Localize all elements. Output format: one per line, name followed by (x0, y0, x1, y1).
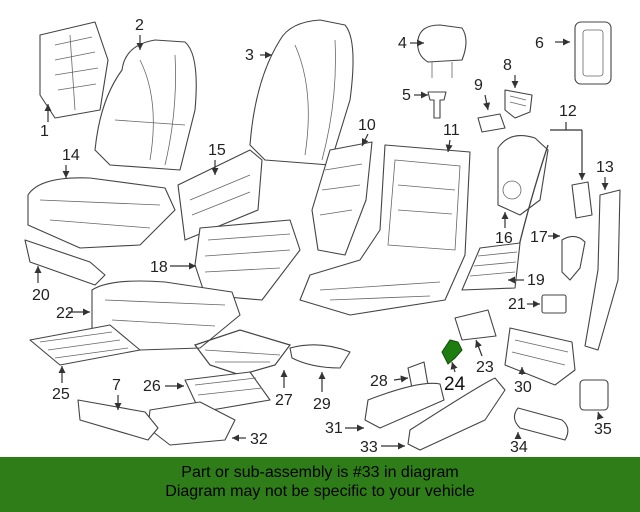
part-5-seat-cushion[interactable] (91, 280, 241, 351)
part-9-back-panel[interactable] (39, 21, 109, 119)
label-30: 33 (360, 439, 378, 455)
label-18: 16 (495, 230, 513, 247)
part-10-heating-mat[interactable] (29, 324, 141, 366)
label-8: 20 (32, 287, 50, 304)
part-33-highlighted[interactable] (441, 339, 463, 365)
part-11-seat-frame[interactable] (299, 144, 471, 316)
info-banner: Part or sub-assembly is #33 in diagram D… (0, 457, 640, 512)
seat-exploded-view: 1 2 3 4 5 6 8 9 10 11 12 13 14 15 16 17 … (24, 17, 621, 455)
part-26-mat[interactable] (461, 242, 521, 291)
part-29-cover[interactable] (289, 344, 351, 369)
label-21: 10 (358, 117, 376, 134)
label-29: 29 (313, 396, 331, 413)
label-7: 7 (112, 377, 121, 394)
label-10: 25 (52, 386, 70, 403)
part-24-cable[interactable] (517, 144, 593, 251)
part-7-pad[interactable] (77, 399, 159, 441)
part-25-clip[interactable] (541, 294, 567, 314)
label-27: 17 (530, 229, 548, 246)
label-32: 28 (370, 373, 388, 390)
part-30-side-trim[interactable] (407, 377, 506, 451)
label-12: 27 (275, 392, 293, 409)
part-23-housing[interactable] (504, 327, 576, 386)
label-33-highlighted: 24 (444, 374, 466, 395)
banner-line-1: Part or sub-assembly is #33 in diagram (181, 464, 459, 481)
leader-lines (34, 35, 609, 450)
label-24: 12 (559, 103, 577, 120)
part-31-side-trim[interactable] (364, 382, 445, 429)
part-19-bracket[interactable] (504, 89, 533, 119)
label-6: 14 (62, 147, 80, 164)
label-5: 22 (56, 305, 74, 322)
label-19: 8 (503, 57, 512, 74)
part-22-outer-trim[interactable] (584, 189, 621, 351)
part-20-cap[interactable] (477, 113, 506, 133)
label-35: 6 (535, 35, 544, 52)
banner-line-2: Diagram may not be specific to your vehi… (165, 483, 475, 500)
label-15: 32 (250, 431, 268, 448)
part-1-headrest[interactable] (417, 24, 467, 78)
label-13: 18 (150, 259, 168, 276)
part-28-plate[interactable] (454, 309, 497, 341)
part-35-switch[interactable] (574, 21, 612, 85)
label-23: 30 (514, 379, 532, 396)
label-9: 1 (40, 123, 49, 140)
label-16: 26 (143, 378, 161, 395)
part-labels: 1 2 3 4 5 6 8 9 10 11 12 13 14 15 16 17 … (32, 17, 614, 455)
label-22: 13 (596, 159, 614, 176)
parts-diagram: 1 2 3 4 5 6 8 9 10 11 12 13 14 15 16 17 … (24, 17, 621, 455)
label-1: 4 (398, 35, 407, 52)
part-3-backrest-cover[interactable] (249, 19, 354, 166)
part-13-lumbar[interactable] (194, 219, 301, 301)
part-17-motor[interactable] (513, 407, 569, 441)
part-16-insert[interactable] (184, 371, 271, 413)
part-14-module[interactable] (177, 149, 263, 241)
part-2-guide[interactable] (427, 91, 447, 119)
label-11: 11 (443, 122, 460, 139)
label-14: 15 (208, 142, 226, 159)
label-4: 2 (135, 17, 144, 34)
part-4-backrest-cover[interactable] (94, 39, 197, 171)
part-21-side-trim[interactable] (311, 141, 373, 256)
part-18-side-panel[interactable] (497, 135, 549, 216)
label-25: 21 (508, 296, 526, 313)
label-20: 9 (474, 77, 483, 94)
part-34-switch[interactable] (579, 379, 609, 411)
part-8-pad[interactable] (24, 239, 106, 286)
label-34: 35 (594, 421, 612, 438)
label-2: 5 (402, 87, 411, 104)
label-3: 3 (245, 47, 254, 64)
part-12-cable-harness[interactable] (194, 329, 291, 376)
label-31: 31 (325, 420, 343, 437)
label-17: 34 (510, 439, 528, 455)
label-26: 19 (527, 272, 545, 289)
part-27-handle[interactable] (561, 235, 586, 281)
part-6-seat-cushion[interactable] (27, 177, 176, 249)
label-28: 23 (476, 359, 494, 376)
